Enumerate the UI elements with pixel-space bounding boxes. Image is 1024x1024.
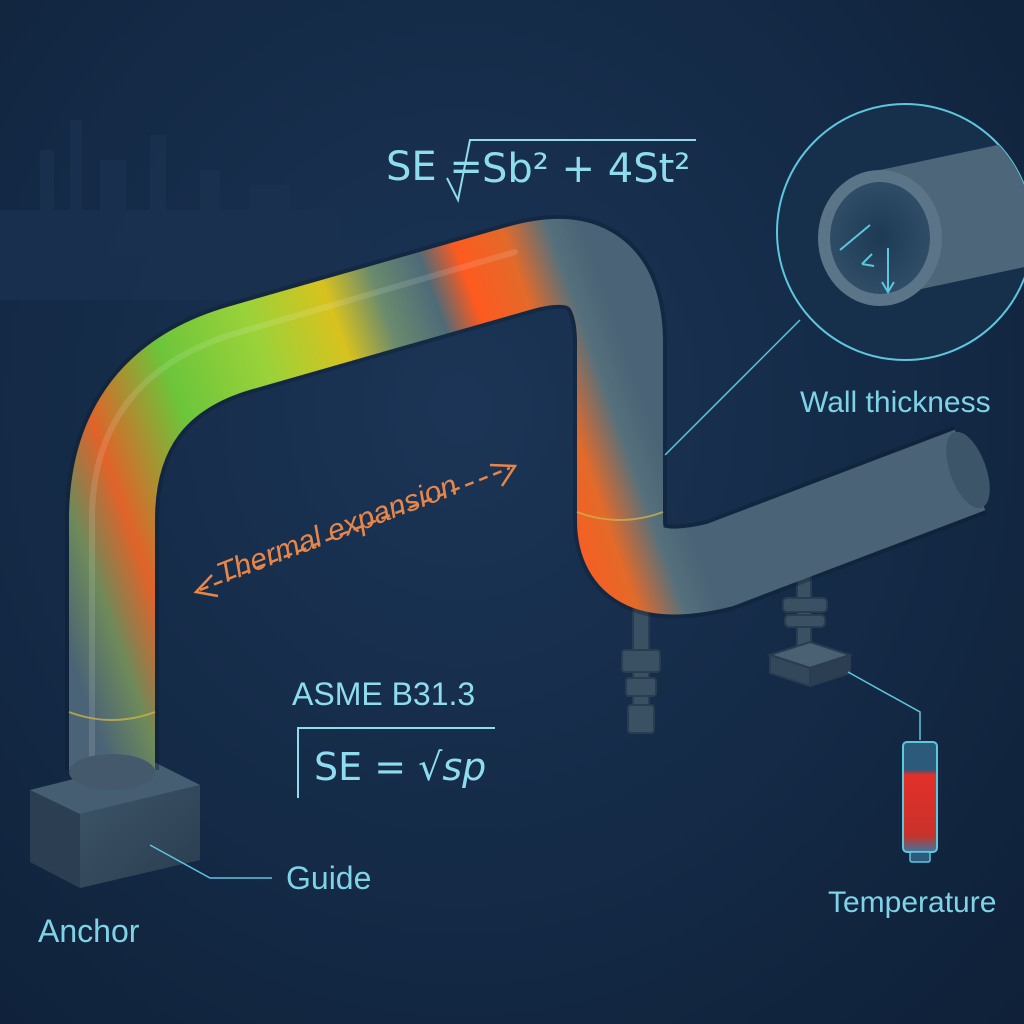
guide-leader-line [149, 844, 272, 879]
skyline-silhouette [0, 120, 370, 300]
thermal-expansion-arrow [193, 463, 518, 598]
pipe-run [65, 214, 990, 790]
formula-bottom-rhs: sp [442, 745, 487, 789]
wall-thickness-label: Wall thickness [800, 386, 991, 419]
formula-bottom-equals: = √ [374, 745, 443, 789]
formula-bottom-lhs: SE [314, 745, 363, 789]
magnifier-leader-line [664, 319, 801, 456]
formula-stress-top: SE = [386, 144, 483, 190]
guide-label: Guide [286, 860, 372, 896]
temperature-gauge [847, 671, 938, 863]
pipe-support-left [621, 599, 661, 734]
wall-thickness-magnifier [776, 103, 1024, 361]
asme-standard-label: ASME B31.3 [292, 676, 476, 712]
formula-top-lhs: SE [386, 144, 437, 190]
formula-top-rhs: Sb² + 4St² [482, 146, 691, 192]
pipe-support-right [766, 569, 854, 688]
asme-formula-bracket [297, 727, 495, 798]
formula-radical-top [446, 139, 696, 204]
formula-top-equals: = [449, 144, 483, 190]
formula-stress-bottom: SE = √sp [314, 745, 486, 789]
temperature-label: Temperature [828, 886, 997, 919]
anchor-label: Anchor [38, 913, 140, 949]
